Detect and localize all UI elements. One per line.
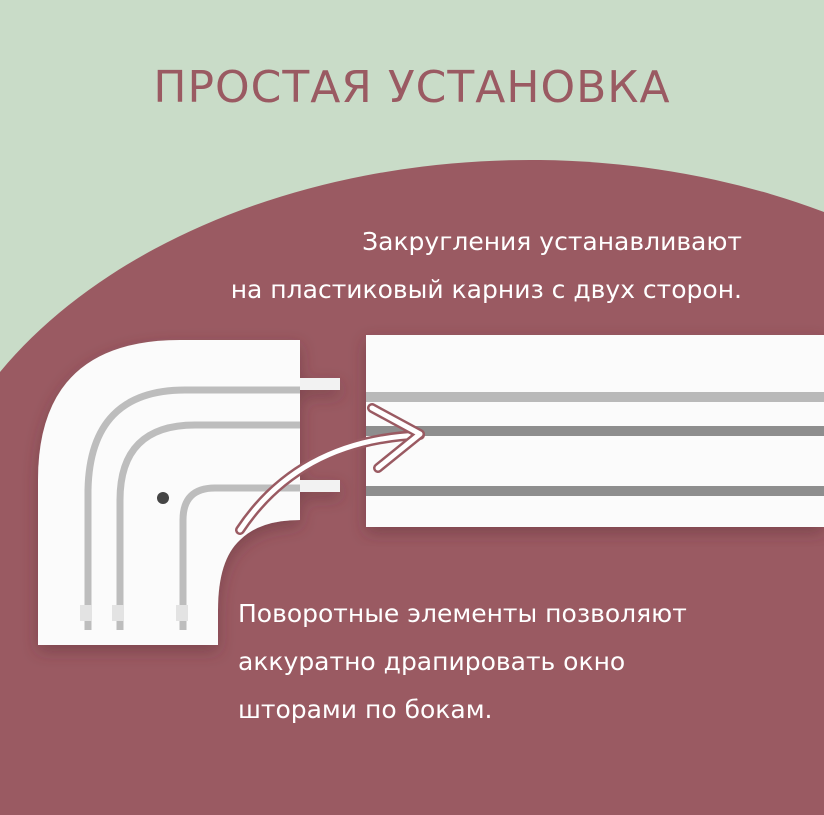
straight-curtain-rail [366, 335, 824, 527]
caption-line: Поворотные элементы позволяют [238, 599, 687, 628]
caption-line: на пластиковый карниз с двух сторон. [230, 275, 742, 304]
caption-line: Закругления устанавливают [362, 227, 742, 256]
arrow-icon [235, 403, 425, 535]
page-title: ПРОСТАЯ УСТАНОВКА [153, 62, 671, 113]
caption-line: шторами по бокам. [238, 695, 493, 724]
corner-rail-piece [38, 340, 340, 645]
screw-hole-icon [157, 492, 169, 504]
caption-line: аккуратно драпировать окно [238, 647, 626, 676]
caption-bottom: Поворотные элементы позволяют аккуратно … [238, 590, 687, 734]
caption-top: Закругления устанавливают на пластиковый… [231, 218, 742, 314]
